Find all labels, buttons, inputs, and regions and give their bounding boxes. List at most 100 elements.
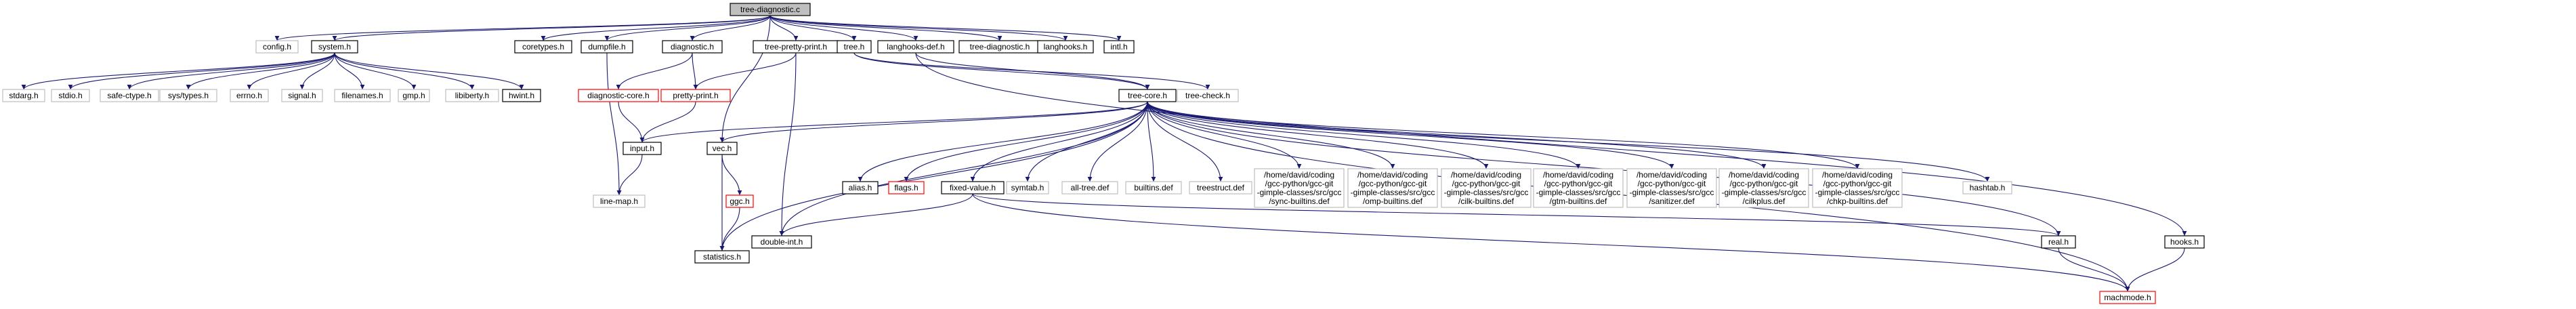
node-all-tree-def[interactable]: all-tree.def <box>1061 181 1118 194</box>
node-real-h[interactable]: real.h <box>2041 235 2076 249</box>
node-label: vec.h <box>713 144 732 153</box>
edge-tree-diagnostic-c-to-dumpfile-h <box>604 15 771 41</box>
node-ggc-h[interactable]: ggc.h <box>725 194 754 208</box>
node-label: /home/david/coding <box>1729 170 1799 180</box>
node-label: diagnostic-core.h <box>587 91 649 100</box>
node-system-h[interactable]: system.h <box>311 40 358 54</box>
node-coretypes-h[interactable]: coretypes.h <box>514 40 572 54</box>
node-flags-h[interactable]: flags.h <box>888 181 925 194</box>
node-box <box>888 181 925 194</box>
node-filenames-h[interactable]: filenames.h <box>334 89 391 102</box>
node-label: /home/david/coding <box>1264 170 1334 180</box>
node-omp-builtins-def[interactable]: /home/david/coding/gcc-python/gcc-git-gi… <box>1347 168 1438 208</box>
node-box <box>837 40 872 54</box>
node-tree-pretty-print-h[interactable]: tree-pretty-print.h <box>753 40 839 54</box>
node-chkp-builtins-def[interactable]: /home/david/coding/gcc-python/gcc-git-gi… <box>1812 168 1903 208</box>
node-hooks-h[interactable]: hooks.h <box>2164 235 2205 249</box>
node-gtm-builtins-def[interactable]: /home/david/coding/gcc-python/gcc-git-gi… <box>1533 168 1624 208</box>
node-statistics-h[interactable]: statistics.h <box>694 250 750 264</box>
node-cilk-builtins-def[interactable]: /home/david/coding/gcc-python/gcc-git-gi… <box>1441 168 1532 208</box>
node-pretty-print-h[interactable]: pretty-print.h <box>660 89 731 102</box>
node-box <box>580 40 633 54</box>
node-label: /gtm-builtins.def <box>1550 197 1607 206</box>
node-label: /home/david/coding <box>1451 170 1521 180</box>
node-label: coretypes.h <box>522 42 564 52</box>
node-label: tree-check.h <box>1185 91 1230 100</box>
node-cilkplus-def[interactable]: /home/david/coding/gcc-python/gcc-git-gi… <box>1718 168 1809 208</box>
node-vec-h[interactable]: vec.h <box>706 142 738 155</box>
node-sync-builtins-def[interactable]: /home/david/coding/gcc-python/gcc-git-gi… <box>1254 168 1345 208</box>
node-box <box>660 89 731 102</box>
node-stdio-h[interactable]: stdio.h <box>51 89 90 102</box>
node-label: /home/david/coding <box>1543 170 1613 180</box>
edge-tree-diagnostic-c-to-langhooks-h <box>769 15 1068 41</box>
node-treestruct-def[interactable]: treestruct.def <box>1189 181 1252 194</box>
node-tree-diagnostic-c: tree-diagnostic.c <box>730 3 811 16</box>
edge-system-h-to-safe-ctype-h <box>127 52 335 90</box>
node-dumpfile-h[interactable]: dumpfile.h <box>580 40 633 54</box>
node-box <box>311 40 358 54</box>
node-double-int-h[interactable]: double-int.h <box>751 235 812 249</box>
node-signal-h[interactable]: signal.h <box>281 89 323 102</box>
edge-tree-pretty-print-h-to-pretty-print-h <box>693 52 797 90</box>
edge-tree-core-h-to-alias-h <box>858 101 1148 182</box>
edge-fixed-value-h-to-double-int-h <box>779 193 973 236</box>
edge-tree-core-h-to-cilk-builtins-def <box>1147 101 1489 169</box>
node-hwint-h[interactable]: hwint.h <box>502 89 541 102</box>
node-hashtab-h[interactable]: hashtab.h <box>1962 181 2012 194</box>
node-box <box>706 142 738 155</box>
edge-hooks-h-to-machmode-h <box>2125 247 2185 292</box>
node-box <box>1254 168 1345 208</box>
node-fixed-value-h[interactable]: fixed-value.h <box>941 181 1005 194</box>
node-langhooks-h[interactable]: langhooks.h <box>1037 40 1094 54</box>
node-line-map-h[interactable]: line-map.h <box>593 194 646 208</box>
node-diagnostic-h[interactable]: diagnostic.h <box>662 40 723 54</box>
node-machmode-h[interactable]: machmode.h <box>2099 291 2156 304</box>
node-safe-ctype-h[interactable]: safe-ctype.h <box>100 89 159 102</box>
node-label: dumpfile.h <box>588 42 625 52</box>
node-symtab-h[interactable]: symtab.h <box>1006 181 1049 194</box>
node-libiberty-h[interactable]: libiberty.h <box>445 89 499 102</box>
node-label: builtins.def <box>1134 183 1173 192</box>
node-tree-h[interactable]: tree.h <box>837 40 872 54</box>
node-intl-h[interactable]: intl.h <box>1103 40 1135 54</box>
edge-tree-pretty-print-h-to-double-int-h <box>779 52 797 236</box>
node-label: fixed-value.h <box>950 183 996 192</box>
node-box <box>51 89 90 102</box>
node-errno-h[interactable]: errno.h <box>230 89 269 102</box>
node-label: double-int.h <box>761 237 803 247</box>
node-label: /home/david/coding <box>1637 170 1707 180</box>
node-box <box>578 89 659 102</box>
node-sanitizer-def[interactable]: /home/david/coding/gcc-python/gcc-git-gi… <box>1626 168 1717 208</box>
edge-system-h-to-libiberty-h <box>334 52 475 90</box>
node-label: diagnostic.h <box>671 42 714 52</box>
node-config-h[interactable]: config.h <box>255 40 299 54</box>
node-diagnostic-core-h[interactable]: diagnostic-core.h <box>578 89 659 102</box>
node-builtins-def[interactable]: builtins.def <box>1125 181 1182 194</box>
edge-tree-diagnostic-c-to-diagnostic-h <box>690 15 771 41</box>
node-sys-types-h[interactable]: sys/types.h <box>159 89 217 102</box>
node-label: ggc.h <box>730 197 749 206</box>
node-alias-h[interactable]: alias.h <box>842 181 879 194</box>
node-box <box>1812 168 1903 208</box>
node-label: -gimple-classes/src/gcc <box>1444 188 1529 197</box>
node-label: /chkp-builtins.def <box>1827 197 1888 206</box>
node-label: tree-diagnostic.h <box>970 42 1030 52</box>
node-box <box>1037 40 1094 54</box>
node-label: -gimple-classes/src/gcc <box>1722 188 1807 197</box>
node-gmp-h[interactable]: gmp.h <box>398 89 430 102</box>
node-input-h[interactable]: input.h <box>622 142 662 155</box>
node-stdarg-h[interactable]: stdarg.h <box>2 89 45 102</box>
node-box <box>593 194 646 208</box>
node-tree-core-h[interactable]: tree-core.h <box>1118 89 1177 102</box>
node-label: /gcc-python/gcc-git <box>1265 179 1334 188</box>
edge-diagnostic-core-h-to-input-h <box>618 101 645 143</box>
node-box <box>941 181 1005 194</box>
node-label: /gcc-python/gcc-git <box>1823 179 1892 188</box>
node-langhooks-def-h[interactable]: langhooks-def.h <box>877 40 954 54</box>
node-tree-check-h[interactable]: tree-check.h <box>1177 89 1239 102</box>
node-tree-diagnostic-h[interactable]: tree-diagnostic.h <box>958 40 1041 54</box>
edge-fixed-value-h-to-real-h <box>972 193 2061 236</box>
node-box <box>751 235 812 249</box>
